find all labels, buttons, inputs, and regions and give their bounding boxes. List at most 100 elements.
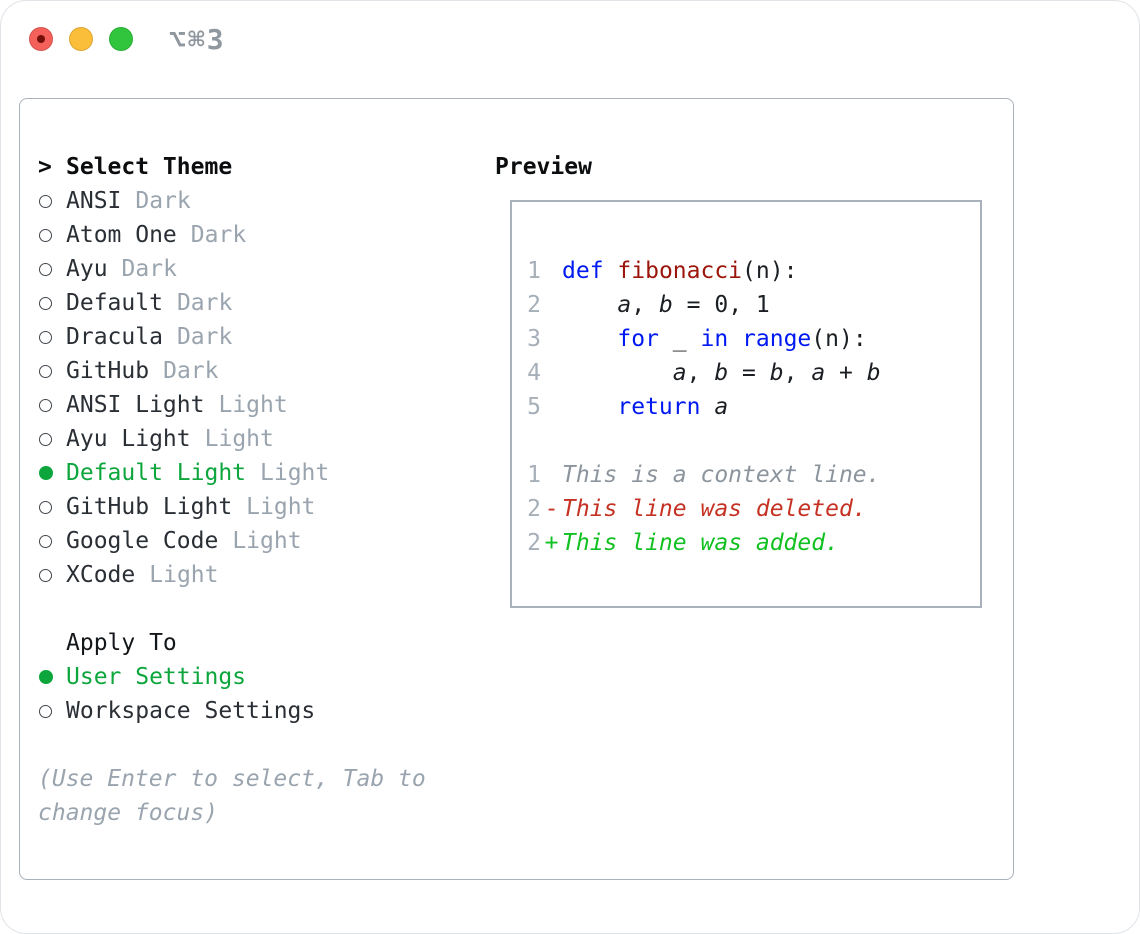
code-token: b <box>769 360 784 386</box>
theme-variant-tag: Dark <box>135 188 191 214</box>
code-token: b <box>866 360 881 386</box>
code-token <box>562 356 673 390</box>
code-token: = <box>672 292 715 318</box>
theme-option-label: Ayu <box>66 256 108 282</box>
diff-text: This line was added. <box>562 530 839 556</box>
diff-text: This is a context line. <box>562 462 881 488</box>
code-token: , <box>631 292 659 318</box>
theme-variant-tag: Light <box>218 392 288 418</box>
code-token <box>700 390 714 424</box>
radio-unselected-icon <box>38 262 66 276</box>
code-token: , <box>686 360 715 386</box>
minimize-button[interactable] <box>69 27 93 51</box>
theme-option-label: Default <box>66 290 163 316</box>
theme-option-label: Dracula <box>66 324 163 350</box>
theme-option-label: Ayu Light <box>66 426 191 452</box>
theme-variant-tag: Light <box>204 426 274 452</box>
radio-unselected-icon <box>38 432 66 446</box>
theme-option[interactable]: Ayu Light Light <box>38 422 483 456</box>
radio-circle <box>39 194 52 208</box>
code-token <box>728 322 742 356</box>
radio-circle <box>39 228 52 242</box>
code-token: in <box>700 326 729 352</box>
code-line: 5 return a <box>527 390 980 424</box>
window-title: ⌥⌘3 <box>169 23 226 56</box>
theme-variant-tag: Light <box>246 494 316 520</box>
code-token: def <box>562 258 604 284</box>
radio-circle <box>39 262 52 276</box>
code-token <box>604 254 618 288</box>
theme-option[interactable]: Default Light Light <box>38 456 483 490</box>
diff-line: 2-This line was deleted. <box>527 492 980 526</box>
radio-unselected-icon <box>38 500 66 514</box>
line-number: 2 <box>527 496 541 522</box>
diff-line: 2+This line was added. <box>527 526 980 560</box>
theme-variant-tag: Dark <box>121 256 177 282</box>
radio-unselected-icon <box>38 534 66 548</box>
theme-variant-tag: Dark <box>176 290 233 316</box>
theme-option[interactable]: Dracula Dark <box>38 320 483 354</box>
theme-option[interactable]: Default Dark <box>38 286 483 320</box>
radio-circle <box>39 296 52 310</box>
line-number: 3 <box>527 326 541 352</box>
apply-option-label: Workspace Settings <box>66 698 316 724</box>
code-token: = <box>728 360 770 386</box>
radio-unselected-icon <box>38 364 66 378</box>
diff-marker <box>541 458 562 492</box>
line-number: 2 <box>527 292 541 318</box>
diff-marker: - <box>544 496 559 522</box>
code-line: 3 for _ in range(n): <box>527 322 980 356</box>
spacer <box>38 592 483 626</box>
theme-option[interactable]: Ayu Dark <box>38 252 483 286</box>
diff-text: This line was deleted. <box>562 496 867 522</box>
theme-option[interactable]: GitHub Light Light <box>38 490 483 524</box>
preview-title: Preview <box>495 154 592 180</box>
code-token: a <box>672 360 687 386</box>
theme-option-label: Default Light <box>66 460 247 486</box>
theme-option-label: Google Code <box>66 528 219 554</box>
code-token <box>562 390 617 424</box>
radio-unselected-icon <box>38 398 66 412</box>
code-token: (n): <box>811 326 867 352</box>
radio-unselected-icon <box>38 194 66 208</box>
close-button[interactable] <box>29 27 53 51</box>
spacer <box>38 728 483 762</box>
radio-circle <box>39 432 52 446</box>
radio-circle <box>39 704 52 718</box>
apply-option[interactable]: User Settings <box>38 660 483 694</box>
theme-option-label: GitHub Light <box>66 494 233 520</box>
radio-circle <box>39 398 52 412</box>
line-number: 1 <box>527 462 541 488</box>
code-token: fibonacci <box>617 258 743 284</box>
apply-option-label: User Settings <box>66 664 247 690</box>
line-number: 5 <box>527 394 541 420</box>
theme-variant-tag: Light <box>260 460 330 486</box>
code-token: b <box>658 292 673 318</box>
radio-circle <box>39 568 52 582</box>
marker-gutter <box>541 322 562 356</box>
theme-option-label: XCode <box>66 562 136 588</box>
code-token: 0, 1 <box>714 292 770 318</box>
theme-variant-tag: Dark <box>176 324 233 350</box>
select-theme-title: Select Theme <box>66 154 233 180</box>
code-token: return <box>617 394 701 420</box>
theme-option[interactable]: Google Code Light <box>38 524 483 558</box>
code-token: range <box>742 326 812 352</box>
theme-variant-tag: Light <box>232 528 302 554</box>
radio-unselected-icon <box>38 704 66 718</box>
code-token: a <box>714 394 729 420</box>
theme-variant-tag: Dark <box>190 222 247 248</box>
zoom-button[interactable] <box>109 27 133 51</box>
apply-option[interactable]: Workspace Settings <box>38 694 483 728</box>
select-theme-header: > Select Theme <box>38 150 483 184</box>
keyboard-hint: (Use Enter to select, Tab to change focu… <box>38 766 426 826</box>
code-token: a <box>617 292 632 318</box>
